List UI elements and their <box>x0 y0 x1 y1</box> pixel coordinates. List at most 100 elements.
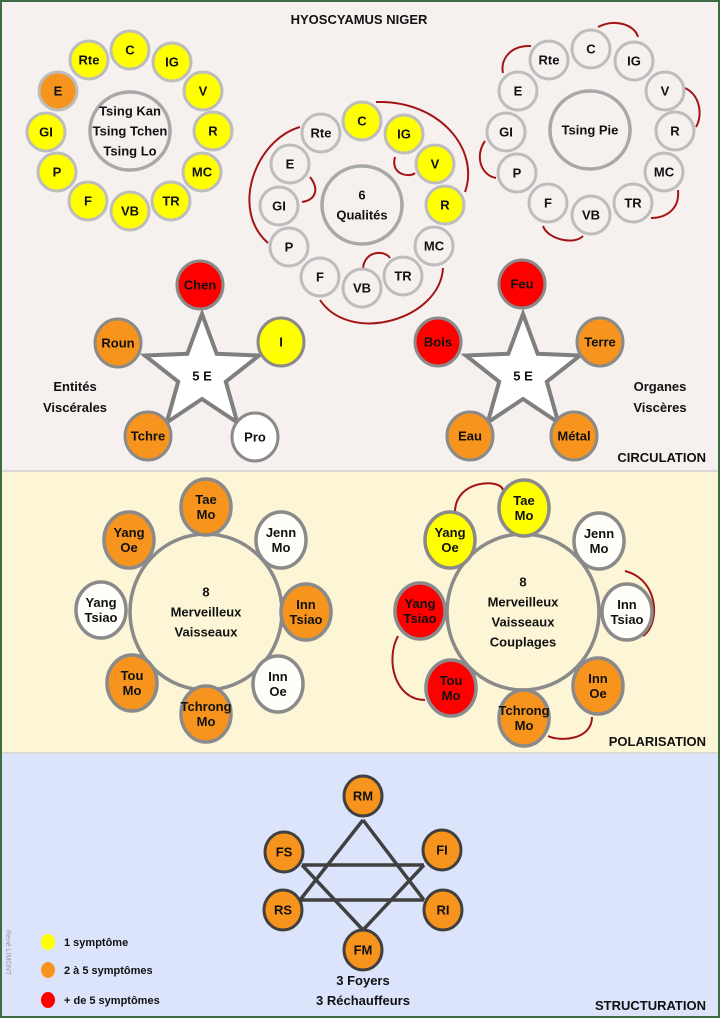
node-label: GI <box>39 125 53 140</box>
element-node-tchre: Tchre <box>123 410 173 462</box>
ring-node-v: V <box>182 70 224 112</box>
node-circle <box>497 478 551 538</box>
node-circle <box>413 316 463 368</box>
arc-rte-p <box>248 126 301 244</box>
node-label: V <box>199 84 208 99</box>
node-circle <box>269 143 311 185</box>
node-label: VB <box>582 208 600 223</box>
node-label: Feu <box>510 277 533 292</box>
author-signature: René LIMONT <box>4 930 11 976</box>
legend-swatch <box>41 992 55 1008</box>
element-node-terre: Terre <box>575 316 625 368</box>
node-label: Pro <box>244 430 266 445</box>
node-circle <box>74 580 128 640</box>
node-label: R <box>670 124 680 139</box>
node-circle <box>105 653 159 713</box>
ring-node-tr: TR <box>612 182 654 224</box>
node-circle <box>268 226 310 268</box>
node-circle <box>413 225 455 267</box>
ring-node-p: P <box>496 152 538 194</box>
node-label: TR <box>394 269 412 284</box>
foyer-node-ri: RI <box>422 888 464 932</box>
node-label: IG <box>165 55 179 70</box>
node-circle <box>263 830 305 874</box>
organes-caption-line2: Viscères <box>633 400 686 415</box>
node-label: C <box>586 42 596 57</box>
center-label: Tsing Lo <box>103 144 156 159</box>
node-circle <box>572 511 626 571</box>
node-circle <box>485 111 527 153</box>
arc-mc-tr <box>650 189 680 219</box>
center-label: Merveilleux <box>171 605 243 620</box>
couplage-arcs <box>248 22 701 740</box>
ring-node-mc: MC <box>413 225 455 267</box>
center-label: Merveilleux <box>488 595 560 610</box>
node-label: Oe <box>269 684 286 699</box>
node-circle <box>67 180 109 222</box>
node-circle <box>497 70 539 112</box>
node-circle <box>612 182 654 224</box>
node-label: P <box>513 166 522 181</box>
node-label: Oe <box>589 686 606 701</box>
legend-label: + de 5 symptômes <box>64 995 160 1007</box>
node-label: R <box>208 124 218 139</box>
center-label: Tsing Tchen <box>93 124 168 139</box>
node-label: RS <box>274 903 292 918</box>
node-label: GI <box>272 199 286 214</box>
node-circle <box>102 510 156 570</box>
entites-caption-line1: Entités <box>53 379 96 394</box>
page-title: HYOSCYAMUS NIGER <box>291 12 428 27</box>
node-label: Tou <box>440 673 463 688</box>
node-label: Rte <box>311 126 332 141</box>
center-label: Tsing Kan <box>99 104 161 119</box>
element-node-bois: Bois <box>413 316 463 368</box>
node-label: MC <box>654 165 675 180</box>
foyer-node-fs: FS <box>263 830 305 874</box>
node-label: VB <box>353 281 371 296</box>
node-circle <box>421 828 463 872</box>
ring-node-gi: GI <box>25 111 67 153</box>
structuration-caption-line2: 3 Réchauffeurs <box>316 993 410 1008</box>
ring-node-v: V <box>644 70 686 112</box>
arc-mc-f <box>319 267 444 325</box>
node-circle <box>341 100 383 142</box>
element-node-chen: Chen <box>175 259 225 311</box>
node-label: MC <box>192 165 213 180</box>
node-label: Jenn <box>266 525 296 540</box>
node-circle <box>496 152 538 194</box>
ring-node-vb: VB <box>341 267 383 309</box>
star-icon <box>139 308 265 428</box>
node-label: Mo <box>515 718 534 733</box>
node-label: Tsiao <box>404 611 437 626</box>
legend-item: 2 à 5 symptômes <box>41 962 153 978</box>
node-label: Inn <box>296 597 316 612</box>
node-label: FI <box>436 843 448 858</box>
node-label: Tae <box>195 492 216 507</box>
ring-node-ig: IG <box>613 40 655 82</box>
ring-node-rte: Rte <box>300 112 342 154</box>
node-circle <box>175 259 225 311</box>
node-label: E <box>54 84 63 99</box>
section-label-structuration: STRUCTURATION <box>595 998 706 1013</box>
node-circle <box>256 316 306 368</box>
center-label: 8 <box>519 575 526 590</box>
arc-f-vb <box>542 225 584 242</box>
node-label: P <box>53 165 62 180</box>
node-label: C <box>125 43 135 58</box>
center-label: 8 <box>202 585 209 600</box>
node-circle <box>570 194 612 236</box>
node-label: Mo <box>197 714 216 729</box>
node-label: RI <box>437 903 450 918</box>
node-label: MC <box>424 239 445 254</box>
foyer-node-fi: FI <box>421 828 463 872</box>
entites-caption-line2: Viscérales <box>43 400 107 415</box>
ring-node-c: C <box>570 28 612 70</box>
